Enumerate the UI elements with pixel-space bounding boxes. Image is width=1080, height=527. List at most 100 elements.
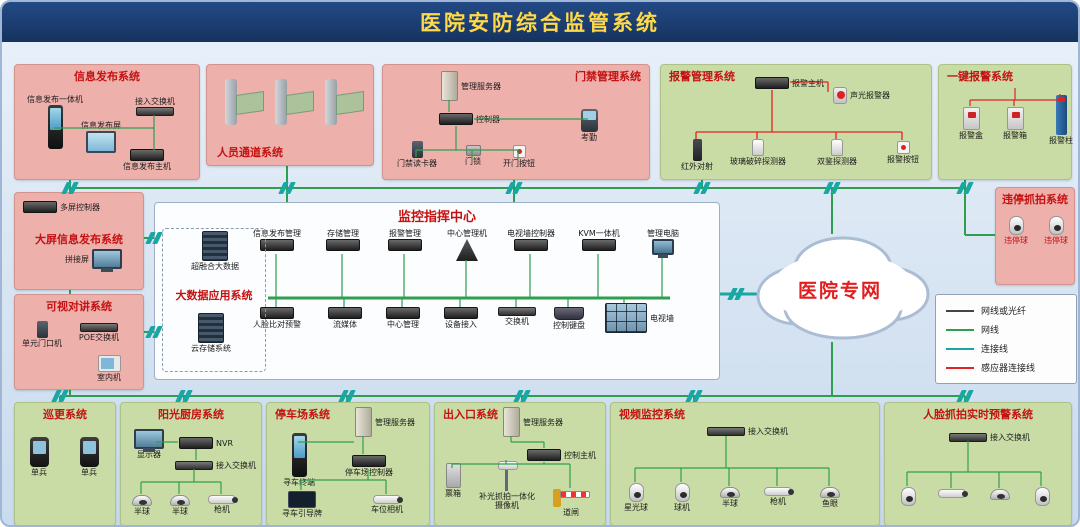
- ticket-icon: [445, 463, 461, 488]
- device-label: 星光球: [624, 503, 648, 512]
- device-screen: 信息发布屏: [73, 121, 129, 153]
- device-label: 违停球: [1044, 236, 1068, 245]
- button-icon: [896, 141, 910, 154]
- legend-line-swatch: [946, 366, 974, 369]
- device-switch: 接入交换机: [127, 97, 183, 116]
- device-ball: 星光球: [619, 483, 653, 512]
- device-label: 管理服务器: [375, 417, 415, 427]
- device-label: 控制键盘: [553, 321, 585, 330]
- device-box: 设备接入: [433, 307, 489, 329]
- device-keypad: 控制键盘: [541, 307, 597, 330]
- device-box: 控制主机: [527, 449, 596, 461]
- box-icon: [328, 307, 362, 319]
- device-label: NVR: [216, 438, 234, 448]
- keypad-icon: [554, 307, 584, 320]
- panel-illegal-park: 违停抓拍系统违停球违停球: [995, 187, 1075, 285]
- network-node-icon: [176, 390, 192, 402]
- server-icon: [355, 407, 372, 437]
- network-node-icon: [957, 182, 973, 194]
- device-label: 人脸比对预警: [253, 320, 301, 329]
- legend-line-swatch: [946, 347, 974, 350]
- device-handheld: 单兵: [69, 437, 109, 477]
- button-icon: [512, 145, 526, 158]
- device-alarmbox: 报警盒: [943, 107, 999, 140]
- device-label: 中心管理: [387, 320, 419, 329]
- device-label: 信息发布主机: [123, 162, 171, 171]
- header-bar: 医院安防综合监管系统: [2, 2, 1078, 42]
- network-node-icon: [339, 390, 355, 402]
- device-bullet: 枪机: [761, 487, 795, 506]
- device-box: NVR: [179, 437, 233, 449]
- device-label: 枪机: [770, 497, 786, 506]
- device-label: 多屏控制器: [60, 202, 100, 212]
- ball-icon: [628, 483, 644, 502]
- device-label: 车位相机: [371, 505, 403, 514]
- handheld-icon: [29, 437, 49, 467]
- panel-passage: 人员通道系统: [206, 64, 374, 166]
- device-box: 停车场控制器: [341, 455, 397, 477]
- network-node-icon: [728, 288, 744, 300]
- device-button: 报警按钮: [875, 141, 931, 164]
- device-label: 门禁读卡器: [397, 159, 437, 168]
- panel-title-center: 监控指挥中心: [397, 210, 476, 225]
- device-box: 流媒体: [317, 307, 373, 329]
- device-switch: POE交换机: [71, 323, 127, 342]
- panel-gate: 出入口系统管理服务器控制主机票箱补光抓拍一体化摄像机道闸: [434, 402, 606, 525]
- device-box: 多屏控制器: [23, 201, 100, 213]
- device-server: 管理服务器: [441, 71, 501, 101]
- alarmbox-icon: [962, 107, 980, 130]
- device-label: KVM一体机: [578, 229, 620, 238]
- device-label: 单元门口机: [22, 339, 62, 348]
- device-barrier: 道闸: [553, 489, 590, 517]
- ball-icon: [1034, 487, 1050, 506]
- device-label: 信息发布一体机: [27, 95, 83, 104]
- device-label: 管理服务器: [461, 81, 501, 91]
- panel-title-cctv: 视频监控系统: [619, 408, 685, 421]
- device-label: 报警按钮: [887, 155, 919, 164]
- guide-icon: [288, 491, 316, 508]
- device-label: 停车场控制器: [345, 468, 393, 477]
- device-label: 玻璃破碎探测器: [730, 157, 786, 166]
- box-icon: [439, 113, 473, 125]
- device-label: 报警主机: [792, 78, 824, 88]
- screen-icon: [86, 131, 116, 153]
- device-label: 存储管理: [327, 229, 359, 238]
- cloud-label: 医院专网: [797, 280, 882, 302]
- device-pillar: 报警柱: [1033, 95, 1078, 145]
- panel-info-pub: 信息发布系统信息发布一体机接入交换机信息发布屏信息发布主机: [14, 64, 200, 180]
- device-box: 控制器: [439, 113, 500, 125]
- device-reader: 门禁读卡器: [389, 141, 445, 168]
- server-icon: [503, 407, 520, 437]
- device-rack: 云存储系统: [183, 313, 239, 353]
- dome-icon: [990, 489, 1010, 500]
- box-icon: [23, 201, 57, 213]
- device-label: 半球: [722, 499, 738, 508]
- device-label: 电视墙控制器: [507, 229, 555, 238]
- network-node-icon: [146, 232, 162, 244]
- device-label: 开门按钮: [503, 159, 535, 168]
- legend-item: 网线或光纤: [946, 304, 1066, 317]
- legend-label: 网线: [981, 326, 1000, 336]
- device-label: 管理电脑: [647, 229, 679, 238]
- device-label: 信息发布屏: [81, 121, 121, 130]
- device-dome: 半球: [127, 495, 157, 516]
- device-box: 电视墙控制器: [503, 229, 559, 251]
- box-icon: [260, 307, 294, 319]
- ball-icon: [1048, 216, 1064, 235]
- box-icon: [444, 307, 478, 319]
- legend-label: 连接线: [981, 345, 1009, 355]
- device-label: 鱼眼: [822, 499, 838, 508]
- panel-access: 门禁管理系统管理服务器控制器考勤门禁读卡器门锁开门按钮: [382, 64, 650, 180]
- device-box: 报警主机: [755, 77, 824, 89]
- switch-icon: [707, 427, 745, 436]
- box-icon: [260, 239, 294, 251]
- box-icon: [352, 455, 386, 467]
- panel-title-bigdata: 大数据应用系统: [175, 289, 253, 302]
- device-tvwall: 电视墙: [605, 303, 674, 333]
- legend-item: 连接线: [946, 342, 1066, 355]
- handheld-icon: [79, 437, 99, 467]
- device-label: 球机: [674, 503, 690, 512]
- dome-icon: [132, 495, 152, 506]
- switch-icon: [80, 323, 118, 332]
- ball-icon: [674, 483, 690, 502]
